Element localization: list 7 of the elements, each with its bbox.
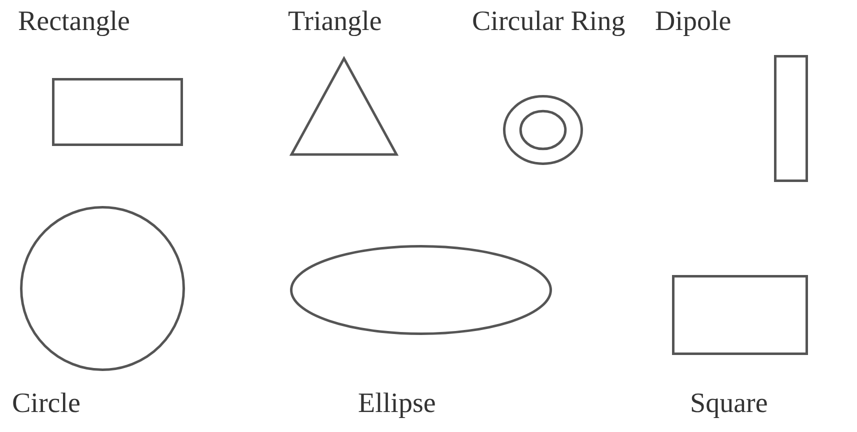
shape-label: Square	[690, 388, 768, 420]
shape-label: Rectangle	[18, 6, 130, 38]
shape-label: Circular Ring	[472, 6, 626, 38]
shape-label: Triangle	[288, 6, 382, 38]
shape-label: Dipole	[655, 6, 732, 38]
shape-label: Ellipse	[358, 388, 436, 420]
shape-label: Circle	[12, 388, 80, 420]
